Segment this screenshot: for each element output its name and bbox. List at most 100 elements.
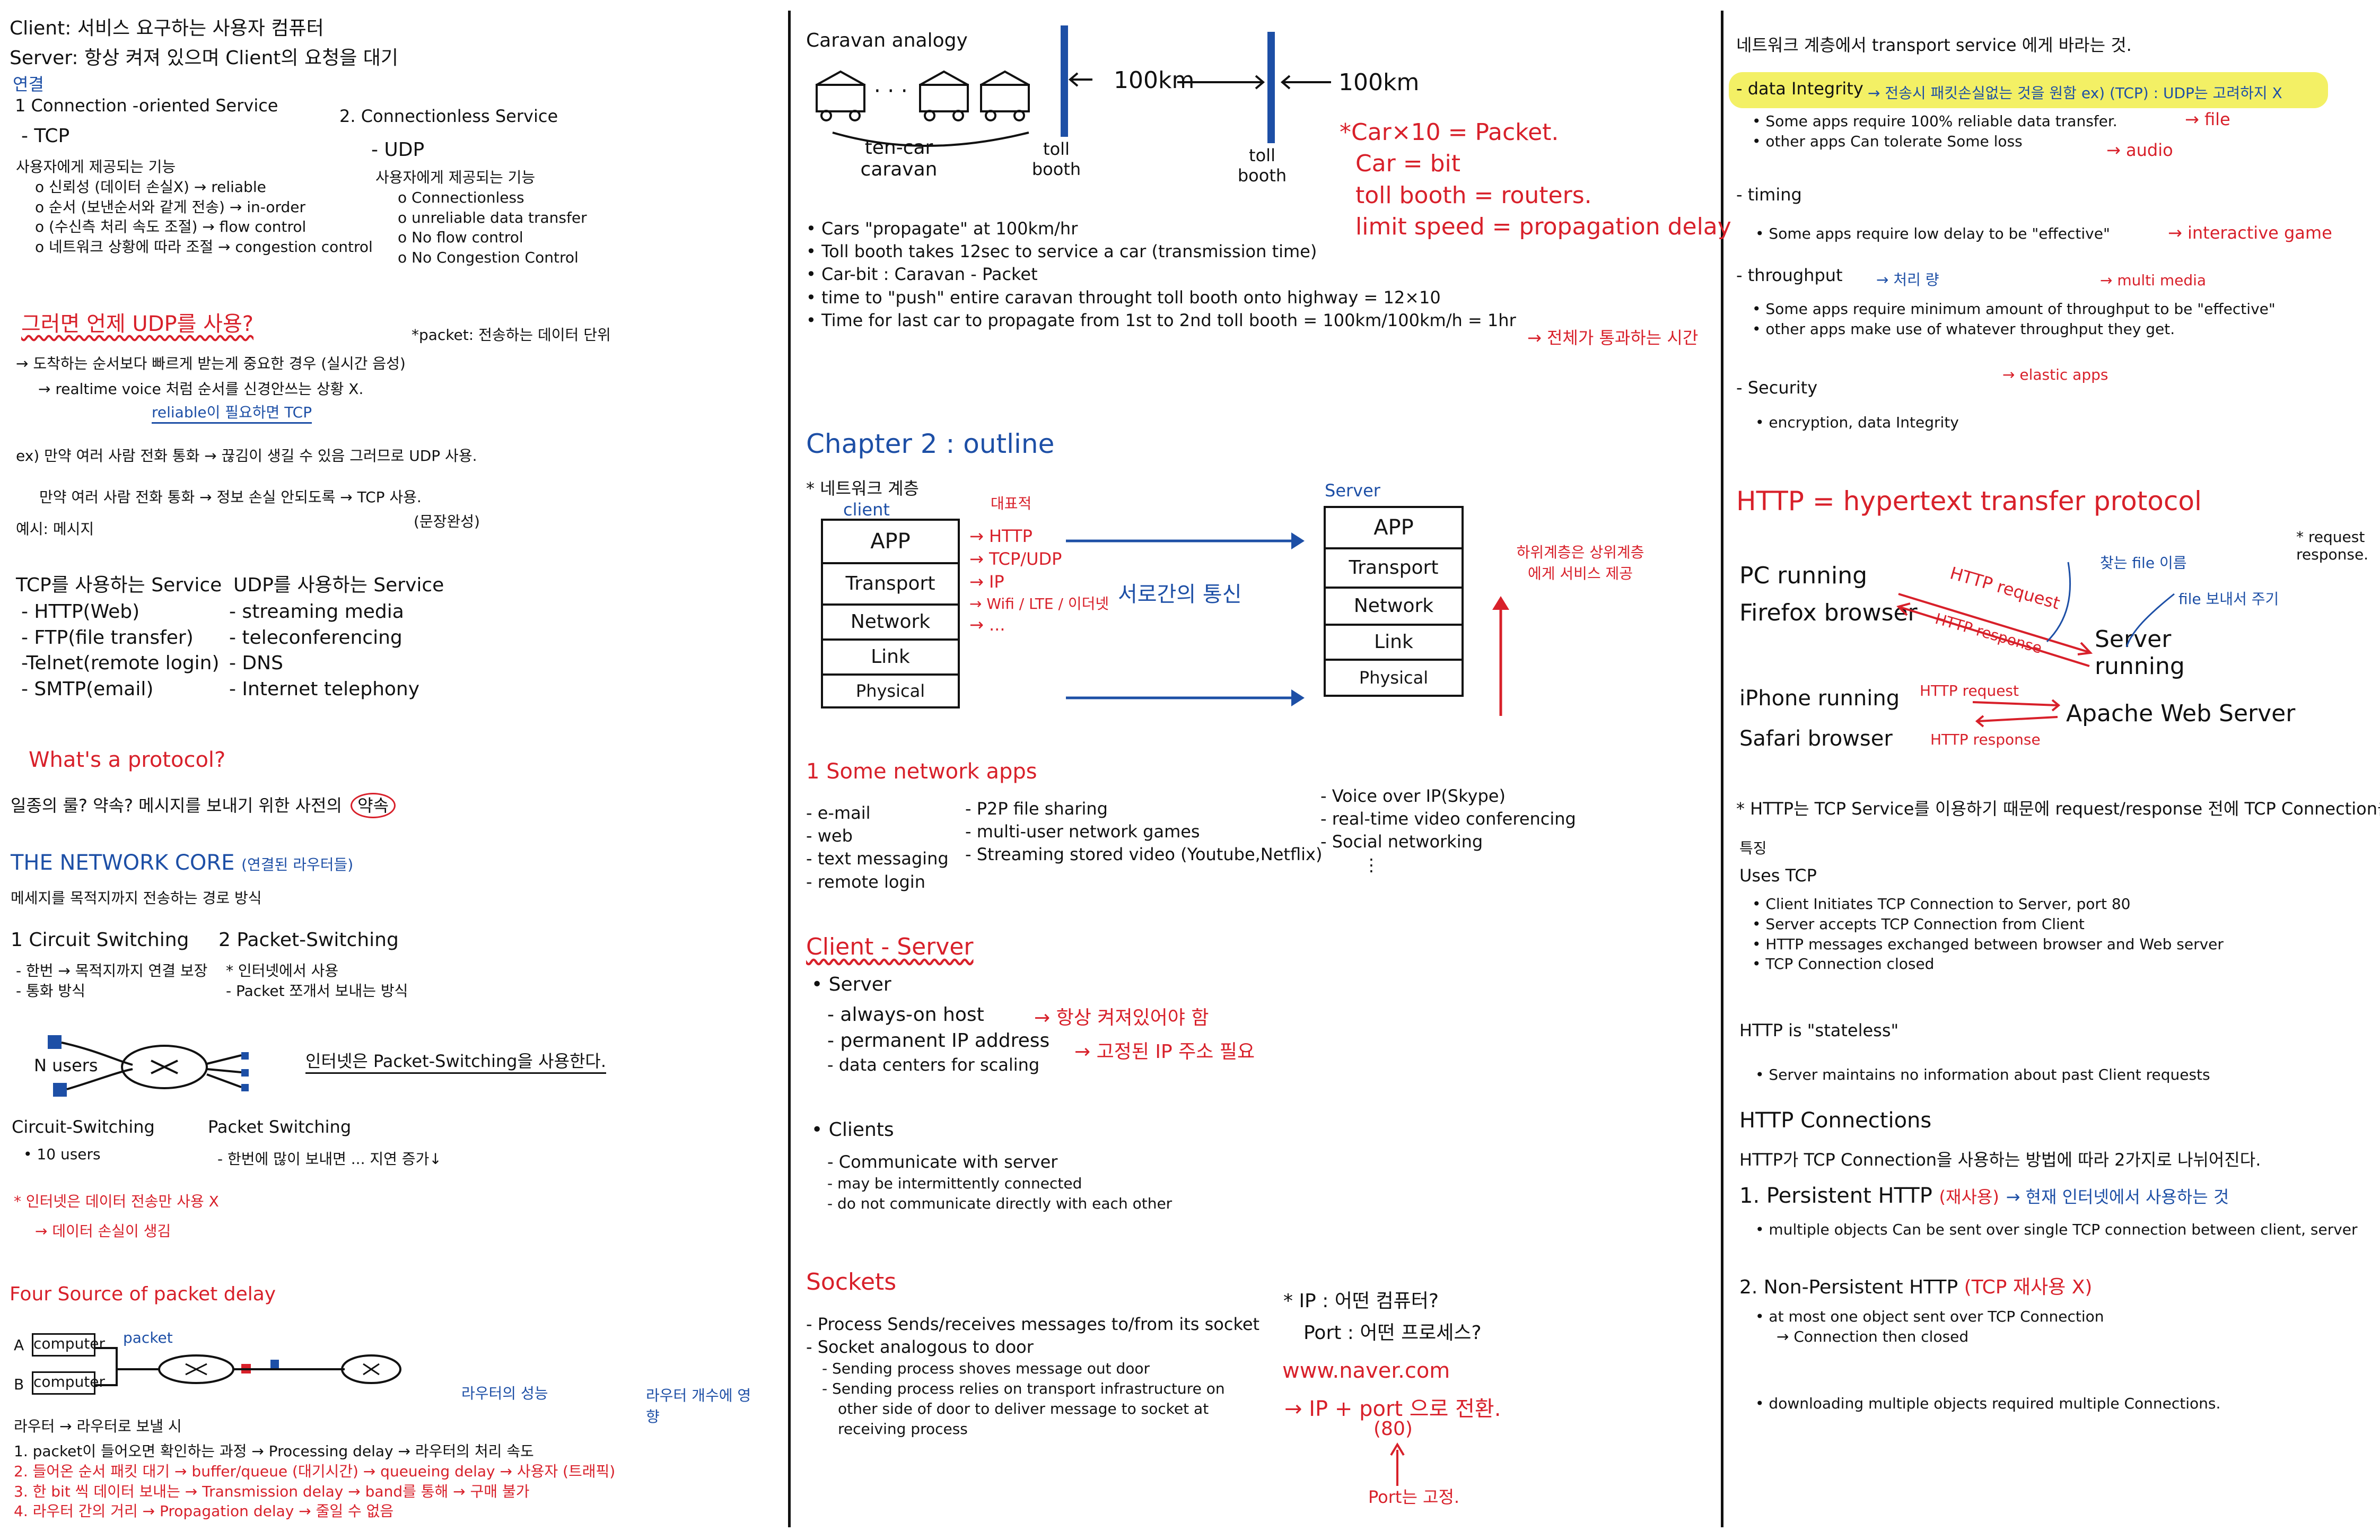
notes-column-2: Caravan analogy · · · 100km 100km t bbox=[801, 0, 1731, 1540]
example-hint: 예시: 메시지 bbox=[16, 520, 94, 538]
layer-label: Network bbox=[850, 611, 931, 633]
list-item: ⋮ bbox=[1363, 854, 1380, 875]
server-layer-app: APP bbox=[1324, 506, 1464, 549]
list-item: - Socket analogous to door bbox=[806, 1337, 1034, 1358]
internet-loss-note-2: → 데이터 손실이 생김 bbox=[35, 1222, 171, 1240]
server-layer-physical: Physical bbox=[1324, 659, 1464, 697]
requested-file-name-note: 찾는 file 이름 bbox=[2100, 554, 2187, 572]
server-always-on-note: → 항상 켜져있어야 함 bbox=[1034, 1007, 1209, 1029]
caravan-bullets: • Cars "propagate" at 100km/hr • Toll bo… bbox=[806, 217, 1516, 332]
persistent-http-title: 1. Persistent HTTP (재사용) → 현재 인터넷에서 사용하는… bbox=[1739, 1184, 2229, 1208]
column-divider-left bbox=[788, 11, 791, 1527]
list-item: - Internet telephony bbox=[229, 678, 420, 700]
column-divider-right bbox=[1721, 11, 1723, 1527]
list-item: - multi-user network games bbox=[965, 821, 1200, 842]
list-item: • at most one object sent over TCP Conne… bbox=[1755, 1308, 2104, 1325]
list-item: - 통화 방식 bbox=[16, 982, 85, 1000]
list-item: - Sending process shoves message out doo… bbox=[822, 1360, 1150, 1378]
distance-2-label: 100km bbox=[1338, 69, 1420, 96]
client-layer-physical: Physical bbox=[821, 673, 960, 708]
file-tag: → file bbox=[2185, 109, 2230, 129]
why-udp-title: 그러면 언제 UDP를 사용? bbox=[21, 312, 253, 336]
list-item: • Some apps require 100% reliable data t… bbox=[1752, 112, 2118, 130]
example-line-1: ex) 만약 여러 사람 전화 통화 → 끊김이 생길 수 있음 그러므로 UD… bbox=[16, 447, 477, 465]
queue-packet-blue bbox=[270, 1360, 279, 1369]
notes-column-3: 네트워크 계층에서 transport service 에게 바라는 것. - … bbox=[1729, 0, 2380, 1540]
clients-heading: • Clients bbox=[811, 1119, 894, 1141]
toll-booth-1-bar bbox=[1061, 25, 1068, 137]
persistent-http-tag: → 현재 인터넷에서 사용하는 것 bbox=[2006, 1187, 2229, 1207]
router-icon bbox=[121, 1045, 208, 1089]
toll-booth-1-label: toll booth bbox=[1031, 139, 1081, 179]
clients-list: - Communicate with server - may be inter… bbox=[827, 1151, 1172, 1214]
list-item: - Communicate with server bbox=[827, 1152, 1058, 1172]
http-connections-title: HTTP Connections bbox=[1739, 1108, 1932, 1133]
protocol-definition: 일종의 룰? 약속? 메시지를 보내기 위한 사전의 bbox=[11, 795, 342, 816]
layer-examples: → HTTP → TCP/UDP → IP → Wifi / LTE / 이더넷… bbox=[969, 525, 1109, 637]
layer-label: Network bbox=[1353, 595, 1434, 617]
client-server-title: Client - Server bbox=[806, 933, 974, 960]
mutual-communication-note: 서로간의 통신 bbox=[1118, 582, 1242, 607]
non-persistent-http-download-line: • downloading multiple objects required … bbox=[1755, 1395, 2221, 1412]
uses-tcp-heading: Uses TCP bbox=[1739, 865, 1817, 886]
http-stateless-heading: HTTP is "stateless" bbox=[1739, 1020, 1899, 1040]
example-physical: → ... bbox=[969, 615, 1005, 635]
network-layer-label: * 네트워크 계층 bbox=[806, 478, 919, 498]
list-item: receiving process bbox=[838, 1420, 968, 1438]
layer-label: APP bbox=[870, 529, 911, 554]
port-fixed-note: Port는 고정. bbox=[1368, 1487, 1460, 1507]
packet-switching-label: Packet Switching bbox=[208, 1117, 352, 1137]
car-icon bbox=[919, 70, 969, 121]
security-title: - Security bbox=[1736, 378, 1818, 398]
list-item: - DNS bbox=[229, 652, 283, 675]
server-fixed-ip-note: → 고정된 IP 주소 필요 bbox=[1074, 1041, 1255, 1063]
sockets-title: Sockets bbox=[806, 1268, 897, 1296]
server-layer-transport: Transport bbox=[1324, 547, 1464, 589]
toll-booth-2-label: toll booth bbox=[1237, 145, 1287, 186]
server-running-label: Server running bbox=[2095, 626, 2185, 680]
chapter-2-title: Chapter 2 : outline bbox=[806, 428, 1055, 459]
uses-tcp-list: • Client Initiates TCP Connection to Ser… bbox=[1752, 894, 2224, 974]
upward-arrow bbox=[1492, 596, 1509, 716]
packet-label: packet bbox=[123, 1329, 173, 1346]
layer-arrows bbox=[1066, 532, 1305, 706]
computer-label: computer bbox=[33, 1335, 106, 1352]
list-item: - web bbox=[806, 826, 853, 846]
list-item: - Sending process relies on transport in… bbox=[822, 1380, 1225, 1398]
list-item: • Client Initiates TCP Connection to Ser… bbox=[1752, 895, 2131, 913]
toll-booth-2-bar bbox=[1267, 32, 1275, 143]
sockets-list: - Process Sends/receives messages to/fro… bbox=[806, 1313, 1259, 1439]
throughput-title: - throughput bbox=[1736, 265, 1843, 285]
network-core-note: (연결된 라우터들) bbox=[241, 856, 354, 873]
list-item: - SMTP(email) bbox=[21, 678, 154, 700]
persistent-http-label: 1. Persistent HTTP bbox=[1739, 1184, 1932, 1208]
tcp-services-title: TCP를 사용하는 Service bbox=[16, 574, 222, 596]
multimedia-tag: → multi media bbox=[2100, 272, 2207, 289]
connless-proto: - UDP bbox=[371, 139, 425, 161]
example-note: (문장완성) bbox=[414, 513, 480, 530]
router-icon bbox=[341, 1354, 401, 1384]
persistent-http-line: • multiple objects Can be sent over sing… bbox=[1755, 1221, 2358, 1238]
list-item: • TCP Connection closed bbox=[1752, 955, 1935, 973]
list-item: • Time for last car to propagate from 1s… bbox=[806, 310, 1516, 330]
network-core-heading: THE NETWORK CORE bbox=[11, 851, 235, 875]
list-item: o No Congestion Control bbox=[398, 249, 579, 267]
layer-label: Physical bbox=[855, 681, 925, 701]
connless-list: 사용자에게 제공되는 기능 o Connectionless o unrelia… bbox=[375, 168, 587, 268]
packet-square-icon bbox=[241, 1084, 249, 1091]
ip-port-conversion-note: → IP + port 으로 전환. bbox=[1284, 1397, 1501, 1421]
list-item: o 신뢰성 (데이터 손실X) → reliable bbox=[35, 178, 266, 196]
list-item: • other apps make use of whatever throug… bbox=[1752, 320, 2175, 338]
delay-list: 1. packet이 들어오면 확인하는 과정 → Processing del… bbox=[14, 1441, 615, 1521]
network-core-subtitle: 메세지를 목적지까지 전송하는 경로 방식 bbox=[11, 889, 262, 907]
list-item: - always-on host bbox=[827, 1004, 984, 1026]
list-item: • time to "push" entire caravan throught… bbox=[806, 287, 1441, 308]
delay-diagram bbox=[95, 1347, 401, 1386]
port-note: Port : 어떤 프로세스? bbox=[1303, 1322, 1482, 1344]
svg-text:· · ·: · · · bbox=[874, 79, 908, 103]
list-item: o No flow control bbox=[398, 229, 523, 247]
list-item: * 인터넷에서 사용 bbox=[226, 962, 339, 979]
list-item: 2. 들어온 순서 패킷 대기 → buffer/queue (대기시간) → … bbox=[14, 1462, 616, 1480]
list-item: - Streaming stored video (Youtube,Netfli… bbox=[965, 844, 1323, 865]
computer-label: computer bbox=[33, 1373, 106, 1390]
